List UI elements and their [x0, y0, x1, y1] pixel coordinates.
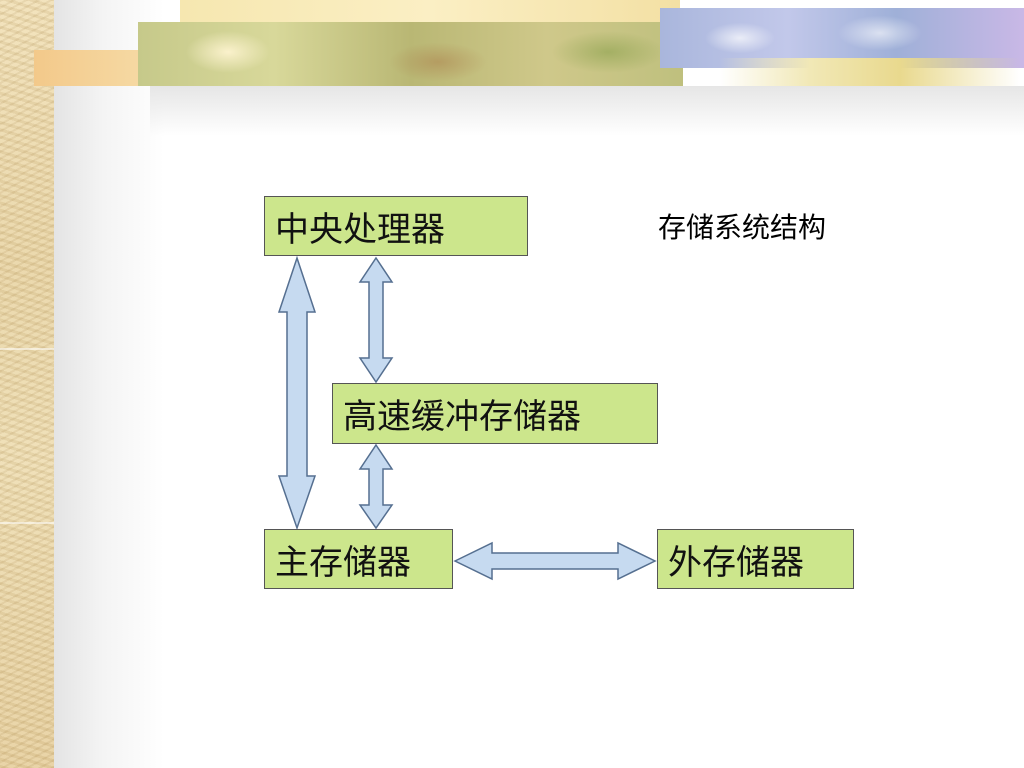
strip-seam — [0, 522, 54, 524]
arrow-cpu-cache — [358, 256, 394, 384]
arrow-cpu-main-memory — [277, 255, 317, 531]
node-external-memory: 外存储器 — [657, 529, 854, 589]
diagram-title: 存储系统结构 — [658, 211, 827, 244]
banner-tile-wheat — [720, 58, 1020, 86]
top-decorative-banner — [0, 0, 1024, 140]
banner-tile-cream — [180, 0, 680, 22]
arrow-cache-main-memory — [358, 443, 394, 530]
node-cpu: 中央处理器 — [264, 196, 528, 256]
left-parchment-strip — [0, 0, 54, 768]
node-main-memory: 主存储器 — [264, 529, 453, 589]
strip-seam — [0, 348, 54, 350]
banner-tile-orange — [34, 50, 154, 86]
left-shadow — [54, 0, 164, 768]
banner-shadow — [150, 86, 1024, 136]
arrow-main-external-memory — [453, 541, 657, 581]
node-cache: 高速缓冲存储器 — [332, 383, 658, 444]
banner-tile-leaves — [138, 22, 683, 86]
